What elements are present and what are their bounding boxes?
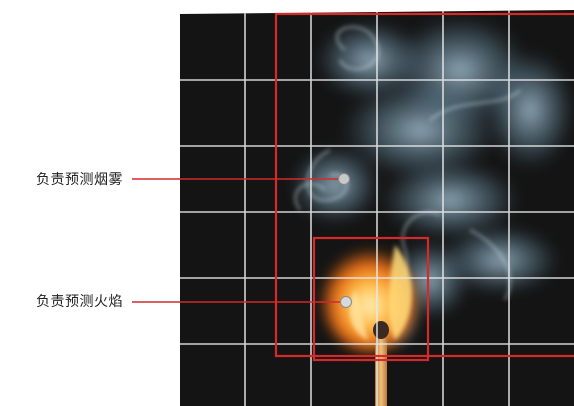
match-head — [373, 321, 389, 339]
flame-callout-label: 负责预测火焰 — [36, 291, 123, 311]
photo — [175, 0, 574, 406]
smoke-center-point — [339, 174, 350, 185]
smoke-callout-label: 负责预测烟雾 — [36, 169, 123, 189]
flame-center-point — [341, 297, 352, 308]
